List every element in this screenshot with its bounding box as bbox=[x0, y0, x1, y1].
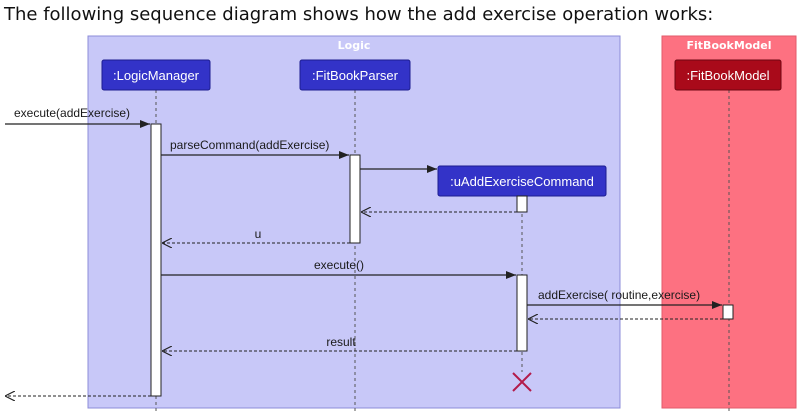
msg-parse-command-label: parseCommand(addExercise) bbox=[170, 138, 329, 152]
msg-execute-add-label: execute(addExercise) bbox=[14, 106, 130, 120]
msg-add-exercise-label: addExercise( routine,exercise) bbox=[538, 288, 700, 302]
logic-group-label: Logic bbox=[338, 39, 371, 52]
model-group-label: FitBookModel bbox=[687, 39, 772, 52]
participant-model-box bbox=[674, 59, 782, 91]
activation-model bbox=[722, 304, 734, 320]
msg-execute-label: execute() bbox=[314, 258, 364, 272]
activation-command-create bbox=[516, 195, 528, 213]
page-heading: The following sequence diagram shows how… bbox=[4, 4, 714, 25]
participant-logic-manager-box bbox=[101, 59, 211, 91]
participant-command-label: :uAddExerciseCommand bbox=[450, 174, 594, 189]
participant-logic-manager-label: :LogicManager bbox=[113, 68, 200, 83]
destroy-mark-icon bbox=[512, 372, 532, 392]
activation-logic-manager bbox=[150, 123, 162, 397]
activation-parser bbox=[349, 154, 361, 244]
msg-result-label: result bbox=[326, 335, 356, 349]
participant-parser-label: :FitBookParser bbox=[312, 68, 399, 83]
activation-command-execute bbox=[516, 274, 528, 352]
participant-model-label: :FitBookModel bbox=[686, 68, 769, 83]
msg-return-u-label: u bbox=[255, 227, 262, 241]
participant-parser-box bbox=[299, 59, 411, 91]
